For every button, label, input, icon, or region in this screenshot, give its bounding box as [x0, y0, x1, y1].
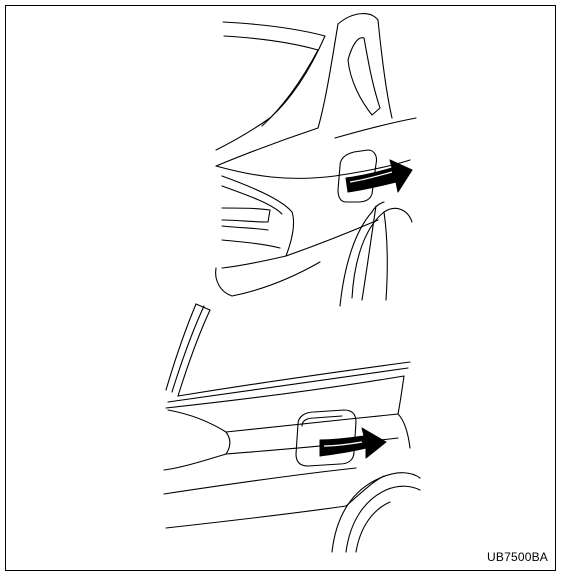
sedan-rear-quarter	[216, 14, 416, 306]
wagon-rear-quarter	[164, 304, 420, 552]
open-direction-arrow-bottom	[320, 428, 386, 458]
figure-code-label: UB7500BA	[487, 550, 548, 564]
open-direction-arrow-top	[346, 160, 412, 192]
